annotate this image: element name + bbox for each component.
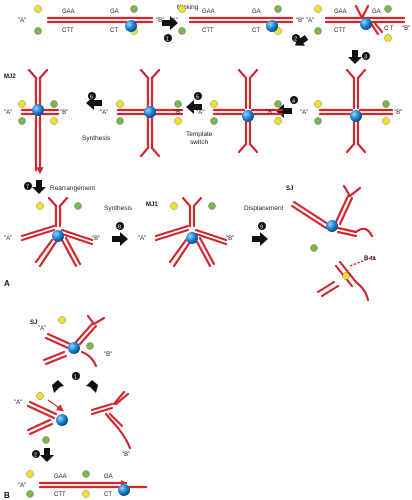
svg-text:7: 7 [26,185,29,191]
step-arrow-8: 8 [112,222,128,246]
svg-text:"B": "B" [104,352,112,358]
svg-text:"A": "A" [170,18,178,24]
mj1-label: MJ1 [146,202,158,208]
protein-icon [125,20,137,32]
svg-text:GA: GA [252,9,261,15]
svg-text:6: 6 [90,95,93,101]
svg-text:"B": "B" [266,110,274,116]
step-rearrangement-label: Rearrangement [50,185,95,192]
sj-label: SJ [286,186,293,192]
svg-text:"B": "B" [122,452,130,458]
seq-ct: CT [110,28,118,34]
step-arrow-7: 7 [24,180,46,194]
svg-text:"A": "A" [196,110,204,116]
svg-text:"A": "A" [300,110,308,116]
step-arrow-3: 3 [348,50,370,64]
svg-text:"A": "A" [4,110,12,116]
panel-b-step-1: 1 [52,372,98,393]
plus-marker-icon [34,27,42,35]
panel-b-label: B [4,491,10,500]
fragment-bta: B-ta [316,255,376,302]
svg-text:3: 3 [364,55,367,61]
step-synthesis-label: Synthesis [82,135,111,142]
svg-text:5: 5 [196,95,199,101]
svg-text:"A": "A" [100,110,108,116]
step-switch-label: switch [190,139,208,146]
product-left: "A" [14,392,68,444]
step-nicking-label: Nicking [177,4,199,11]
svg-text:CT: CT [104,492,112,498]
step-template-label: Template [186,131,213,138]
panel-a-label: A [4,279,10,288]
svg-text:8: 8 [118,225,121,231]
duplex-invasion: "A" "B" GAA GA CTT C T [306,4,410,42]
step-arrow-2: 2 [292,34,309,46]
svg-text:1: 1 [74,375,77,381]
svg-text:"B": "B" [60,110,68,116]
minus-marker-icon [34,5,42,13]
seq-ga: GA [110,9,119,15]
junction-sj-b: SJ "A" "B" [30,314,112,368]
svg-text:"B": "B" [402,26,410,32]
svg-text:GA: GA [104,474,113,480]
svg-text:CT: CT [252,28,260,34]
junction-mj2: MJ2 "A" "B" [4,68,68,175]
step-arrow-6: 6 [86,92,102,110]
svg-text:2: 2 [294,37,297,43]
svg-text:"A": "A" [138,236,146,242]
step-synthesis-label-2: Synthesis [104,205,133,212]
sj-label-b: SJ [30,320,37,326]
step-displacement-label: Displacement [244,205,284,212]
step-arrow-9: 9 [252,222,268,246]
step-arrow-5: 5 [186,92,202,114]
svg-text:CTT: CTT [334,28,346,34]
label-a: "A" [18,18,26,24]
svg-text:9: 9 [260,225,263,231]
junction-mj1: MJ1 "A" "B" [138,196,234,268]
svg-text:GAA: GAA [334,9,347,15]
junction-rearranged: "A" "B" [4,196,100,268]
svg-text:"A": "A" [14,400,22,406]
plus-marker-icon [130,5,138,13]
svg-text:"B": "B" [92,236,100,242]
panel-b-step-2: 2 [32,448,54,462]
svg-text:"A": "A" [4,236,12,242]
svg-text:"A": "A" [38,326,46,332]
svg-text:CTT: CTT [202,28,214,34]
bta-label: B-ta [364,256,376,262]
junction-step3: "A" "B" [300,68,402,154]
mj2-label: MJ2 [4,74,16,80]
svg-text:CTT: CTT [54,492,66,498]
duplex-nicked: "A" "B" GAA GA CTT CT [170,5,304,35]
svg-text:"B": "B" [226,236,234,242]
svg-text:GA: GA [372,9,381,15]
duplex-initial: "A" "B" GAA GA CTT CT [18,5,164,35]
junction-sj-right: SJ [286,184,374,252]
duplex-final: "A" GAA GA CTT CT [18,470,148,498]
svg-text:"A": "A" [306,18,314,24]
svg-text:"A": "A" [18,483,26,489]
svg-text:"B": "B" [174,110,182,116]
svg-text:C T: C T [384,26,394,32]
svg-text:2: 2 [34,453,37,459]
seq-ctt: CTT [62,28,74,34]
step-arrow-1: 1 [162,16,178,43]
junction-step4: "A" "B" [196,68,284,154]
svg-text:"B": "B" [296,18,304,24]
seq-gaa: GAA [62,9,75,15]
label-b: "B" [156,18,164,24]
svg-text:4: 4 [292,99,295,105]
svg-text:1: 1 [166,37,169,43]
product-right: "B" [90,390,132,458]
junction-step5: "A" "B" [100,68,184,158]
svg-text:GAA: GAA [202,9,215,15]
svg-text:"B": "B" [394,110,402,116]
svg-text:GAA: GAA [54,474,67,480]
